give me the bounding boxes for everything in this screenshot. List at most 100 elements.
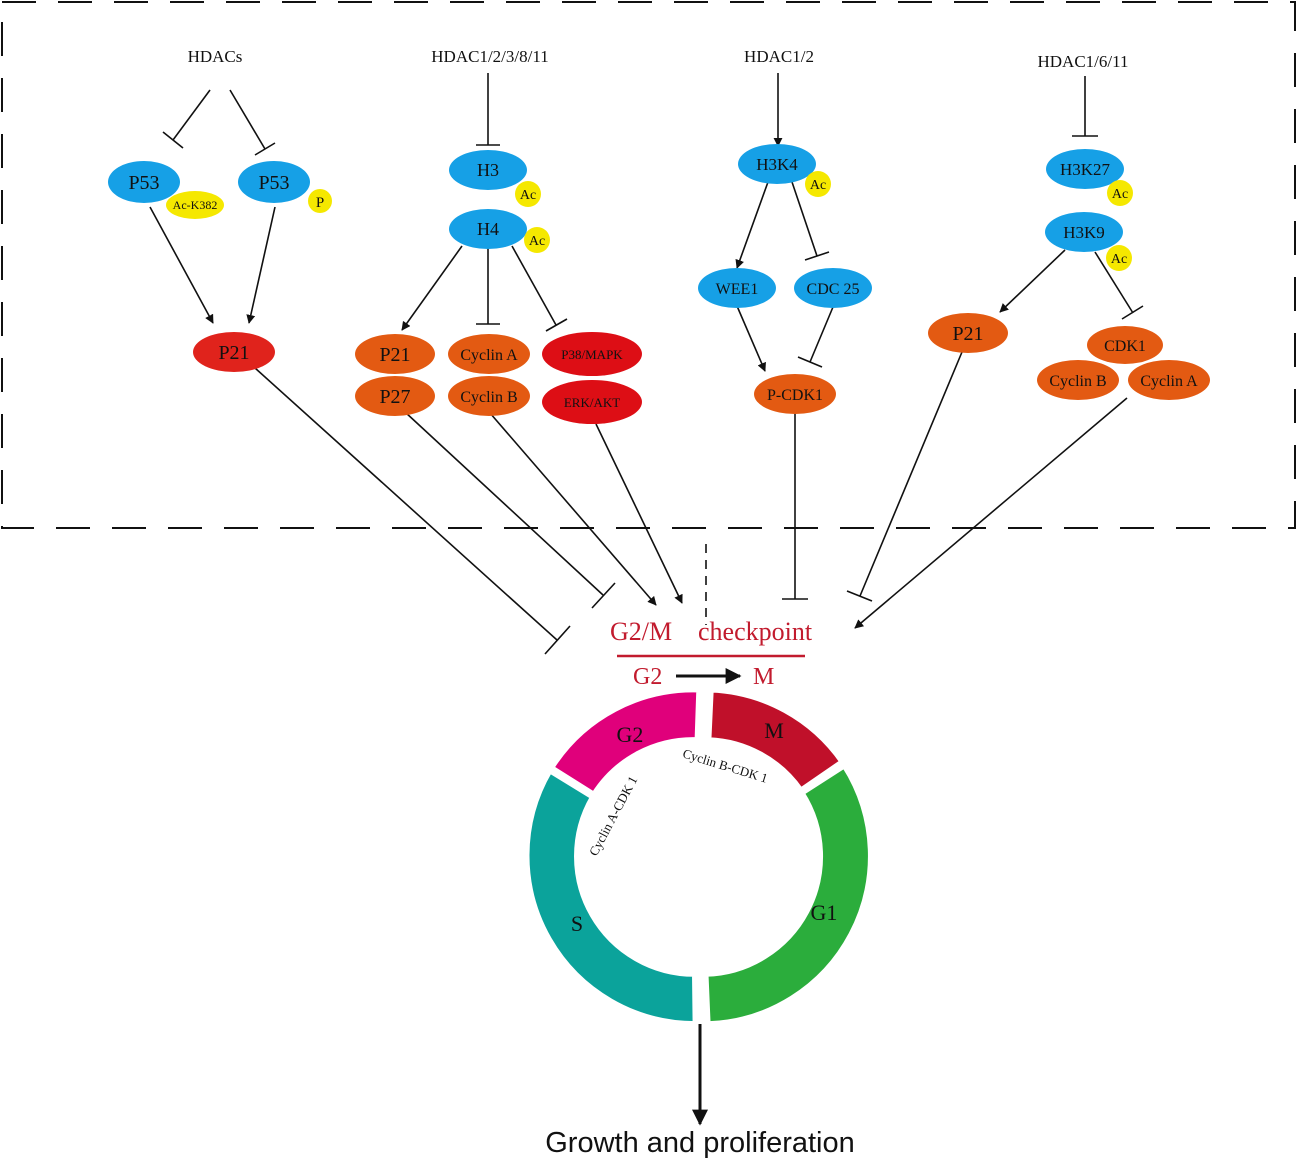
h3-label: H3 [477, 160, 499, 180]
edges-column-1 [149, 89, 276, 324]
h3-node [449, 150, 527, 190]
ac-label: Ac [529, 234, 545, 249]
activate-edge [401, 245, 463, 331]
inhibit-edge [229, 89, 266, 150]
p-cdk1-label: P-CDK1 [767, 387, 823, 404]
phase-g1-segment [703, 762, 873, 1027]
activate-edge [489, 412, 657, 606]
inhibit-edge [809, 306, 834, 363]
h4-node [449, 209, 527, 249]
edges-to-checkpoint [254, 351, 1128, 655]
inhibit-edge [791, 181, 818, 257]
cdk1-label: CDK1 [1104, 338, 1146, 355]
inhibit-bar [545, 318, 568, 332]
inhibit-bar [1121, 305, 1144, 320]
p21-node [355, 334, 435, 374]
regulator-hdac-1-2-3-8-11: HDAC1/2/3/8/11 [431, 47, 548, 66]
p21-node [193, 332, 275, 372]
edges-column-4 [999, 76, 1144, 320]
activate-edge [854, 397, 1128, 629]
node-group-column-1: P53 Ac-K382 P53 P P21 [108, 161, 332, 372]
p27-node [355, 376, 435, 416]
cdc25-label: CDC 25 [807, 281, 860, 298]
ac-badge [524, 227, 550, 253]
activate-edge [735, 181, 769, 269]
node-group-column-4: H3K27 Ac H3K9 Ac P21 CDK1 Cyclin B Cycli… [928, 149, 1210, 400]
erk-akt-label: ERK/AKT [564, 395, 620, 410]
wee1-label: WEE1 [716, 281, 759, 298]
p27-label: P27 [379, 386, 410, 408]
phase-g2-label: G2 [617, 722, 644, 747]
edges-column-2 [401, 73, 568, 332]
inhibit-bar [591, 582, 616, 609]
edges-column-3 [735, 73, 834, 372]
h3k4-label: H3K4 [756, 155, 798, 174]
cyclin-b-label: Cyclin B [460, 389, 517, 406]
checkpoint-label-word: checkpoint [698, 617, 813, 646]
h4-label: H4 [477, 219, 499, 239]
p38-mapk-label: P38/MAPK [561, 347, 623, 362]
ac-badge [1107, 180, 1133, 206]
p38-mapk-node [542, 332, 642, 376]
cyclin-a-label: Cyclin A [1140, 373, 1198, 390]
h3k27-node [1046, 149, 1124, 189]
ac-label: Ac [520, 188, 536, 203]
p21-label: P21 [379, 344, 410, 366]
node-group-column-3: H3K4 Ac WEE1 CDC 25 P-CDK1 [698, 144, 872, 414]
inhibit-edge [404, 411, 604, 596]
inhibit-bar [804, 251, 830, 261]
h3k27-label: H3K27 [1060, 160, 1111, 179]
inhibit-edge [254, 367, 558, 641]
inhibit-bar [797, 356, 823, 368]
ac-label: Ac [1111, 252, 1127, 267]
cell-cycle-ring [524, 687, 873, 1027]
transition-to-m: M [753, 664, 774, 690]
phospho-label: P [316, 195, 324, 211]
ac-k382-label: Ac-K382 [173, 198, 218, 212]
inhibit-bar [162, 131, 184, 149]
h3k9-label: H3K9 [1063, 223, 1105, 242]
activate-edge [736, 305, 766, 372]
node-group-column-2: H3 Ac H4 Ac P21 P27 Cyclin A Cyclin B P3… [355, 150, 642, 424]
p21-label: P21 [952, 323, 983, 345]
p53-label: P53 [258, 172, 289, 194]
cyclin-a-node [448, 334, 530, 374]
checkpoint-label-g2m: G2/M [610, 617, 672, 646]
inhibit-bar [254, 142, 276, 156]
ac-label: Ac [810, 178, 826, 193]
p21-label: P21 [218, 342, 249, 364]
phospho-badge [308, 189, 332, 213]
transition-from-g2: G2 [633, 664, 662, 690]
phase-s-label: S [571, 911, 583, 936]
p53-node [238, 161, 310, 203]
outcome-label: Growth and proliferation [545, 1127, 855, 1159]
regulator-hdac-1-6-11: HDAC1/6/11 [1038, 52, 1129, 71]
activate-edge [149, 206, 214, 324]
ac-k382-badge [166, 191, 224, 219]
regulator-hdac-1-2: HDAC1/2 [744, 47, 814, 66]
h3k4-node [738, 144, 816, 184]
phase-g2-segment [548, 687, 702, 798]
inhibit-bar [846, 590, 873, 602]
ac-badge [805, 171, 831, 197]
p53-node [108, 161, 180, 203]
regulator-hdacs: HDACs [188, 47, 243, 66]
phase-m-segment [706, 687, 846, 794]
phase-g1-label: G1 [811, 900, 838, 925]
p53-label: P53 [128, 172, 159, 194]
erk-akt-node [542, 380, 642, 424]
phase-m-label: M [764, 718, 784, 743]
h3k9-node [1045, 212, 1123, 252]
cyclin-b-node [448, 376, 530, 416]
inhibit-edge [859, 351, 963, 597]
inhibit-edge [511, 245, 557, 326]
cyclin-b-label: Cyclin B [1049, 373, 1106, 390]
phase-s-segment [524, 767, 698, 1027]
activate-edge [595, 423, 683, 604]
p-cdk1-node [754, 374, 836, 414]
activate-edge [999, 249, 1066, 313]
cyclin-b-node [1037, 360, 1119, 400]
cyclin-a-label: Cyclin A [460, 347, 518, 364]
wee1-node [698, 268, 776, 308]
